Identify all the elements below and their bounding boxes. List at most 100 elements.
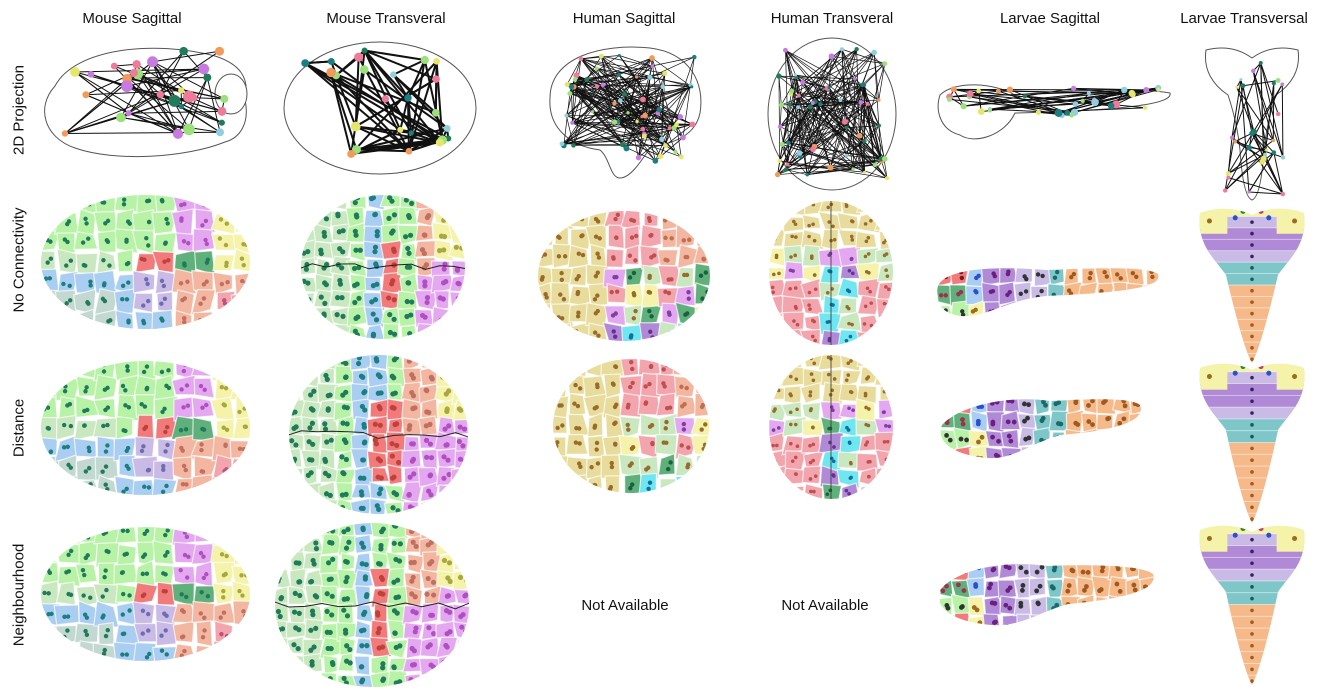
region-dot	[669, 236, 673, 240]
region-dot	[335, 312, 340, 317]
region-dot	[225, 490, 229, 494]
column-title-human-transveral: Human Transveral	[732, 10, 932, 27]
region-dot	[426, 576, 431, 581]
region-dot	[830, 457, 834, 461]
region-dot	[849, 390, 853, 394]
network-node	[641, 127, 646, 132]
region-dot	[324, 216, 329, 221]
region-cell	[173, 644, 196, 664]
region-dot	[373, 212, 378, 217]
region-dot	[827, 253, 831, 257]
region-dot	[241, 447, 245, 451]
region-dot	[242, 406, 246, 410]
region-dot	[431, 631, 436, 636]
region-dot	[881, 218, 885, 222]
region-dot	[343, 631, 348, 636]
region-dot	[700, 405, 704, 409]
region-cell	[433, 193, 452, 212]
region-dot	[1036, 312, 1040, 316]
region-cell	[436, 671, 455, 690]
region-dot	[556, 235, 560, 239]
region-dot	[777, 426, 781, 430]
region-dot	[809, 390, 813, 394]
region-dot	[361, 627, 366, 632]
region-cell	[234, 541, 253, 565]
region-dot	[866, 286, 870, 290]
region-dot	[944, 584, 949, 589]
region-cell	[298, 309, 315, 327]
region-dot	[326, 406, 331, 411]
region-dot	[100, 200, 104, 204]
region-dot	[1106, 436, 1111, 441]
region-dot	[422, 233, 427, 238]
region-dot	[314, 594, 319, 599]
region-cell	[1017, 614, 1030, 634]
region-cell	[692, 208, 713, 228]
region-dot	[869, 301, 873, 305]
region-dot	[146, 299, 150, 303]
network-node	[1007, 86, 1013, 92]
network-node	[635, 75, 638, 78]
region-dot	[1119, 453, 1124, 458]
region-dot	[243, 614, 247, 618]
region-dot	[338, 199, 343, 204]
region-cell	[1048, 448, 1069, 465]
region-dot	[773, 306, 777, 310]
network-node	[173, 129, 183, 139]
region-dot	[202, 202, 206, 206]
network-node	[612, 119, 617, 124]
region-dot	[84, 221, 88, 225]
region-cell	[1095, 303, 1113, 322]
region-dot	[845, 378, 849, 382]
region-dot	[461, 358, 466, 363]
region-dot	[813, 239, 817, 243]
region-dot	[425, 215, 430, 220]
region-dot	[995, 400, 1000, 405]
region-dot	[219, 655, 223, 659]
region-dot	[102, 369, 106, 373]
region-dot	[648, 330, 652, 334]
network-node	[328, 58, 335, 65]
region-dot	[310, 442, 315, 447]
region-dot	[83, 366, 87, 370]
region-dot	[960, 276, 964, 280]
network-node	[778, 124, 783, 129]
region-dot	[811, 426, 815, 430]
region-dot	[703, 361, 707, 365]
network-node	[1259, 61, 1263, 65]
network-node	[1223, 188, 1227, 192]
region-dot	[307, 457, 312, 462]
region-dot	[457, 312, 462, 317]
region-dot	[66, 200, 70, 204]
region-dot	[339, 454, 344, 459]
region-dot	[1100, 565, 1105, 570]
region-dot	[867, 407, 871, 411]
region-dot	[44, 548, 48, 552]
region-dot	[225, 634, 229, 638]
region-dot	[66, 485, 70, 489]
region-dot	[704, 331, 708, 335]
region-cell	[452, 307, 467, 326]
region-dot	[462, 645, 467, 650]
region-cell	[658, 454, 674, 475]
projection-human-transveral	[762, 34, 902, 194]
region-dot	[380, 577, 385, 582]
region-dot	[67, 369, 71, 373]
region-dot	[424, 300, 429, 305]
region-dot	[460, 199, 465, 204]
network-node	[651, 64, 655, 68]
region-dot	[704, 384, 708, 388]
region-dot	[302, 198, 307, 203]
region-cell	[875, 215, 896, 231]
region-dot	[887, 322, 891, 326]
region-cell	[601, 356, 624, 376]
region-dot	[84, 385, 88, 389]
region-dot	[297, 579, 302, 584]
region-dot	[161, 490, 165, 494]
region-dot	[962, 569, 967, 574]
region-cell	[232, 309, 253, 332]
larvae-transversal-network-graph	[1196, 40, 1308, 205]
region-dot	[1123, 457, 1128, 462]
region-dot	[237, 410, 241, 414]
region-dot	[789, 394, 793, 398]
